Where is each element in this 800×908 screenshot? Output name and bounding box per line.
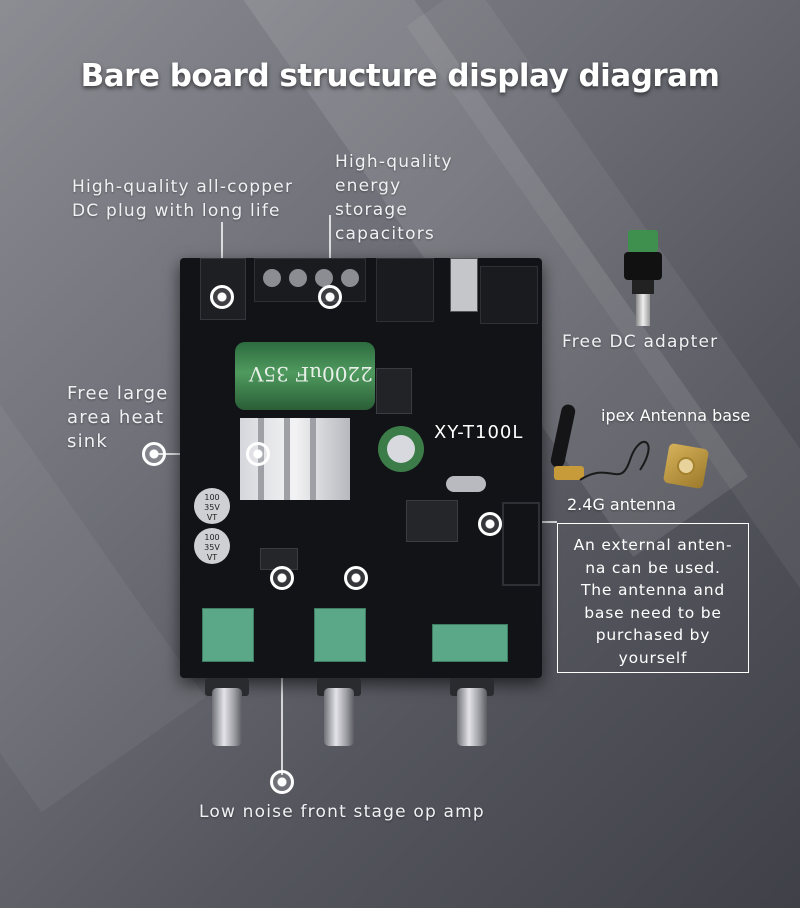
volume-knob-3 bbox=[457, 688, 487, 746]
dc-adapter-image bbox=[620, 230, 666, 326]
energy-storage-capacitor: 2200uF 35V bbox=[235, 342, 375, 410]
board-model: XY-T100L bbox=[434, 422, 524, 443]
antenna-cable bbox=[579, 440, 650, 481]
label-ipex-antenna-base: ipex Antenna base bbox=[601, 406, 751, 425]
switch bbox=[450, 258, 478, 312]
marker-dc-plug bbox=[210, 285, 234, 309]
round-capacitor bbox=[378, 426, 424, 472]
amplifier-chip bbox=[406, 500, 458, 542]
antenna-trace bbox=[502, 502, 540, 586]
label-heat-sink: Free large area heat sink bbox=[67, 383, 169, 452]
external-antenna-note-text: An external anten- na can be used. The a… bbox=[573, 536, 733, 667]
pcb-board: 2200uF 35V XY-T100L 100 35V VT 100 35V V… bbox=[180, 258, 542, 678]
label-capacitors: High-quality energy storage capacitors bbox=[335, 152, 453, 244]
label-op-amp: Low noise front stage op amp bbox=[199, 802, 485, 822]
external-antenna-note: An external anten- na can be used. The a… bbox=[557, 523, 749, 673]
ipex-base-image bbox=[662, 442, 710, 490]
regulator-chip bbox=[376, 368, 412, 414]
marker-heat-sink bbox=[246, 442, 270, 466]
potentiometer-3 bbox=[432, 624, 508, 662]
potentiometer-1 bbox=[202, 608, 254, 662]
marker-op-amp-1 bbox=[270, 566, 294, 590]
marker-antenna bbox=[478, 512, 502, 536]
antenna-image bbox=[548, 403, 588, 490]
label-antenna: 2.4G antenna bbox=[567, 495, 677, 514]
label-dc-adapter: Free DC adapter bbox=[562, 332, 719, 352]
terminal-block bbox=[254, 258, 366, 302]
smd-capacitor-1: 100 35V VT bbox=[194, 488, 230, 524]
smd-capacitor-2: 100 35V VT bbox=[194, 528, 230, 564]
potentiometer-2 bbox=[314, 608, 366, 662]
marker-heat-sink-left bbox=[142, 442, 166, 466]
marker-op-amp-label bbox=[270, 770, 294, 794]
label-dc-plug: High-quality all-copper DC plug with lon… bbox=[72, 177, 294, 221]
page-title: Bare board structure display diagram bbox=[80, 58, 720, 94]
crystal bbox=[446, 476, 486, 492]
marker-op-amp-2 bbox=[344, 566, 368, 590]
volume-knob-2 bbox=[324, 688, 354, 746]
audio-jack bbox=[376, 258, 434, 322]
capacitor-label: 2200uF 35V bbox=[249, 362, 373, 386]
volume-knob-1 bbox=[212, 688, 242, 746]
usb-jack bbox=[480, 266, 538, 324]
marker-capacitor bbox=[318, 285, 342, 309]
